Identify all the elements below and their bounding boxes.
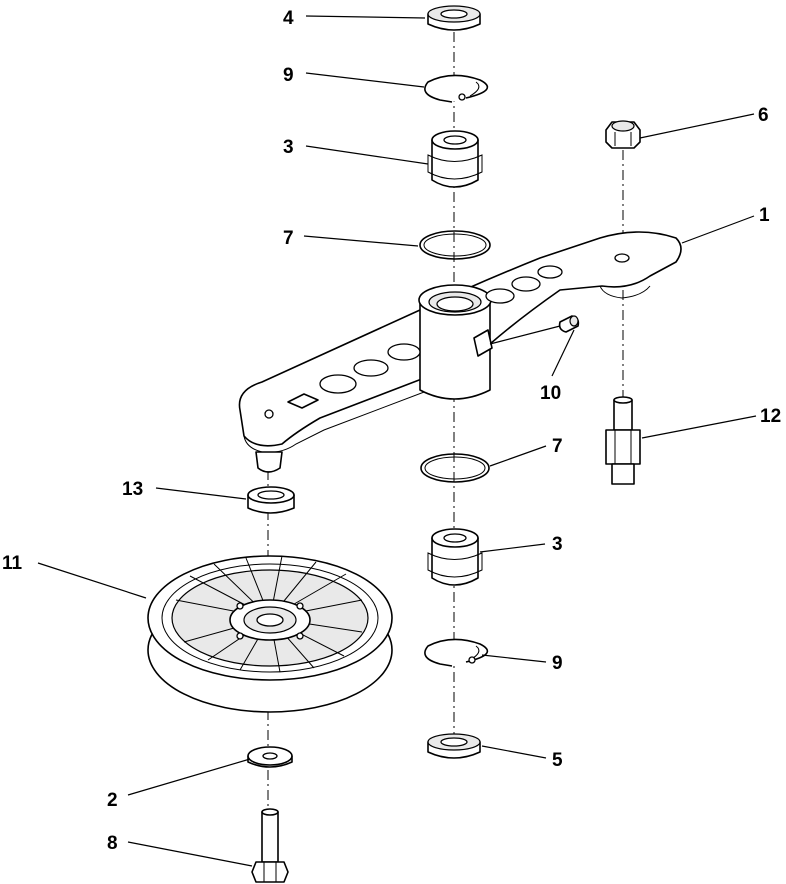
bearing-upper-part: [427, 130, 483, 188]
callout-3-lower: 3: [552, 534, 563, 555]
callout-labels: 4 9 3 7 6 1 10 12 7 13 3 11 9 2 5 8: [2, 8, 781, 854]
callout-3: 3: [283, 137, 294, 158]
shoulder-stud-part: [605, 396, 641, 485]
snap-ring-lower-part: [424, 638, 489, 667]
bearing-lower-part: [427, 528, 483, 586]
callout-8: 8: [107, 833, 118, 854]
callout-10: 10: [540, 383, 561, 404]
callout-5: 5: [552, 750, 563, 771]
callout-2: 2: [107, 790, 118, 811]
idler-arm-part: [238, 231, 682, 473]
callout-9: 9: [283, 65, 294, 86]
callout-13: 13: [122, 479, 143, 500]
seal-bottom-part: [427, 733, 481, 759]
o-ring-lower-part: [420, 453, 490, 483]
leader-lines: [37, 15, 757, 867]
callout-12: 12: [760, 406, 781, 427]
grease-fitting-part: [473, 315, 580, 357]
washer-part: [247, 746, 293, 768]
seal-top-part: [427, 5, 481, 31]
callout-4: 4: [283, 8, 294, 29]
lock-nut-part: [605, 120, 641, 149]
callout-1: 1: [759, 205, 770, 226]
snap-ring-top-part: [424, 74, 489, 103]
spacer-bushing-part: [247, 486, 295, 514]
callout-6: 6: [758, 105, 769, 126]
callout-7-lower: 7: [552, 436, 563, 457]
o-ring-upper-part: [419, 230, 491, 260]
bolt-part: [251, 808, 289, 883]
idler-pulley-part: [147, 555, 393, 713]
callout-11: 11: [2, 553, 23, 574]
callout-9-lower: 9: [552, 653, 563, 674]
callout-7: 7: [283, 228, 294, 249]
